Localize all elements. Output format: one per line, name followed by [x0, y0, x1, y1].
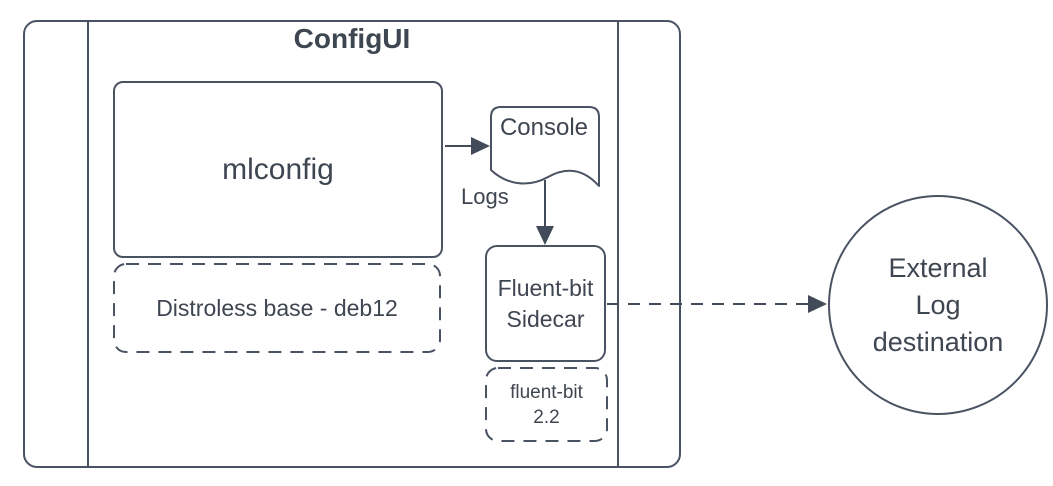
edge-logs-label: Logs: [461, 184, 509, 209]
node-mlconfig: mlconfig: [113, 81, 443, 258]
container-left-lane-divider: [87, 22, 89, 466]
node-fluent-bit-sidecar-label-line1: Fluent-bit: [497, 274, 594, 301]
node-fluent-bit-version: fluent-bit 2.2: [485, 367, 608, 442]
container-title: ConfigUI: [293, 23, 411, 54]
node-fluent-bit-version-label-line1: fluent-bit: [510, 381, 583, 403]
node-distroless-base: Distroless base - deb12: [113, 263, 441, 353]
node-external-label-line2: Log: [915, 289, 961, 320]
node-fluent-bit-sidecar: Fluent-bit Sidecar: [485, 245, 606, 362]
node-console-label: Console: [499, 114, 589, 141]
node-external-log-destination: External Log destination: [828, 195, 1048, 415]
node-fluent-bit-sidecar-label-line2: Sidecar: [506, 305, 585, 332]
node-external-label-line1: External: [888, 252, 988, 283]
node-fluent-bit-version-label-line2: 2.2: [533, 406, 560, 428]
node-distroless-base-label: Distroless base - deb12: [156, 294, 398, 321]
container-right-lane-divider: [617, 22, 619, 466]
node-external-label-line3: destination: [872, 326, 1004, 357]
node-mlconfig-label: mlconfig: [222, 152, 334, 186]
